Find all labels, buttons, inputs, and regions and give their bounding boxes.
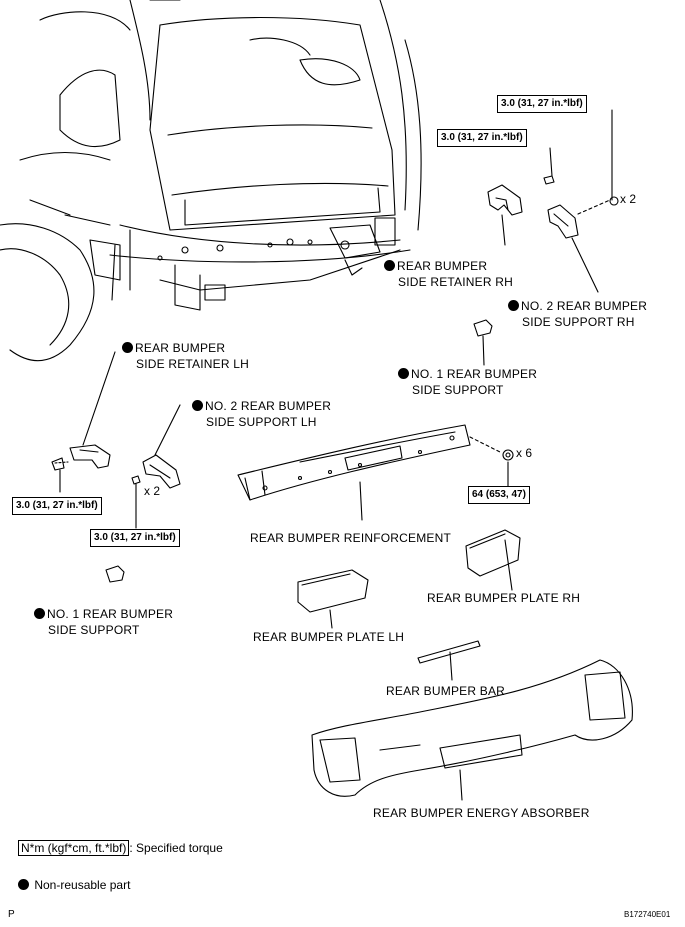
support-lh-part <box>131 404 181 529</box>
bolt-rh-1 <box>543 175 555 185</box>
no1-support-left-part <box>105 565 125 583</box>
non-reusable-dot-icon <box>508 300 519 311</box>
torque-spec-reinforcement: 64 (653, 47) <box>468 486 530 504</box>
label-support-lh: NO. 2 REAR BUMPER SIDE SUPPORT LH <box>192 398 331 430</box>
non-reusable-dot-icon <box>122 342 133 353</box>
legend-torque-box: N*m (kgf*cm, ft.*lbf) <box>18 840 130 856</box>
label-reinforcement: REAR BUMPER REINFORCEMENT <box>250 531 452 545</box>
bar-part <box>417 640 481 681</box>
label-no1-support-left: NO. 1 REAR BUMPER SIDE SUPPORT <box>34 606 173 638</box>
quantity-reinforcement: x 6 <box>516 446 533 460</box>
figure-code: B172740E01 <box>624 910 671 919</box>
quantity-support-lh: x 2 <box>144 484 161 498</box>
label-plate-rh: REAR BUMPER PLATE RH <box>427 591 581 605</box>
nut-reinforcement <box>502 449 514 461</box>
vehicle-rear-body <box>0 0 422 362</box>
retainer-lh-part <box>51 351 116 493</box>
absorber-part <box>311 659 633 801</box>
label-bar: REAR BUMPER BAR <box>386 684 506 698</box>
non-reusable-dot-icon <box>398 368 409 379</box>
torque-spec-retainer-lh: 3.0 (31, 27 in.*lbf) <box>12 497 102 515</box>
reinforcement-part <box>237 424 501 521</box>
label-support-rh: NO. 2 REAR BUMPER SIDE SUPPORT RH <box>508 298 647 330</box>
corner-letter: P <box>8 909 15 920</box>
label-retainer-rh: REAR BUMPER SIDE RETAINER RH <box>384 258 513 290</box>
non-reusable-dot-icon <box>384 260 395 271</box>
plate-rh-part <box>465 529 521 591</box>
torque-spec-support-lh: 3.0 (31, 27 in.*lbf) <box>90 529 180 547</box>
non-reusable-dot-icon <box>192 400 203 411</box>
label-absorber: REAR BUMPER ENERGY ABSORBER <box>373 806 590 820</box>
label-retainer-lh: REAR BUMPER SIDE RETAINER LH <box>122 340 249 372</box>
legend-nonreusable: Non-reusable part <box>18 878 130 892</box>
torque-spec-support-rh: 3.0 (31, 27 in.*lbf) <box>497 95 587 113</box>
label-plate-lh: REAR BUMPER PLATE LH <box>253 630 405 644</box>
torque-spec-retainer-rh: 3.0 (31, 27 in.*lbf) <box>437 129 527 147</box>
retainer-rh-part <box>487 184 523 246</box>
non-reusable-dot-icon <box>34 608 45 619</box>
support-rh-part <box>547 204 599 293</box>
no1-support-right-part <box>473 319 493 366</box>
plate-lh-part <box>297 569 369 629</box>
legend-nonreusable-text: Non-reusable part <box>34 878 131 892</box>
bolt-rh-2 <box>609 196 619 206</box>
non-reusable-dot-icon <box>18 879 29 890</box>
legend-torque: N*m (kgf*cm, ft.*lbf): Specified torque <box>18 840 223 856</box>
legend-torque-text: : Specified torque <box>129 841 223 855</box>
quantity-support-rh: x 2 <box>620 192 637 206</box>
label-no1-support-right: NO. 1 REAR BUMPER SIDE SUPPORT <box>398 366 537 398</box>
